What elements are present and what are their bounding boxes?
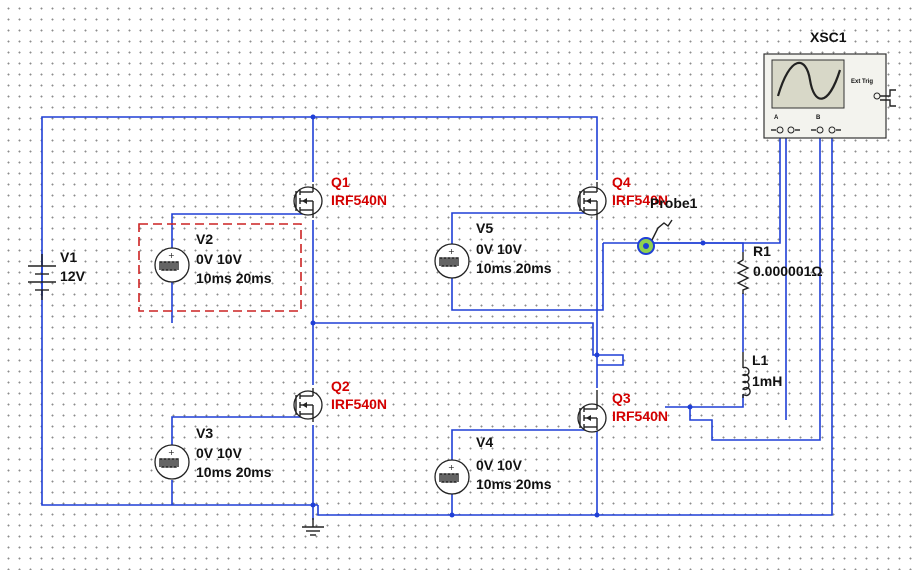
pulse-source-v5[interactable]: + V5 0V 10V 10ms 20ms: [434, 220, 552, 279]
source-params-2: 10ms 20ms: [196, 270, 272, 286]
channel-a-plus-terminal[interactable]: [776, 126, 784, 134]
source-params-2: 10ms 20ms: [476, 260, 552, 276]
svg-text:+: +: [448, 463, 455, 472]
mosfet-model: IRF540N: [612, 192, 668, 208]
channel-a-minus-terminal[interactable]: [787, 126, 795, 134]
mosfet-model: IRF540N: [612, 408, 668, 424]
resistor-name: R1: [753, 243, 771, 259]
mosfet-q1[interactable]: Q1 IRF540N: [293, 174, 387, 218]
mosfet-q2[interactable]: Q2 IRF540N: [293, 378, 387, 422]
mosfet-name: Q3: [612, 390, 631, 406]
scope-screen: [771, 59, 845, 109]
source-params-1: 0V 10V: [476, 457, 523, 473]
sine-wave-icon: [776, 61, 842, 100]
source-name: V5: [476, 220, 493, 236]
selection-box: [138, 223, 302, 312]
pulse-source-v4[interactable]: + V4 0V 10V 10ms 20ms: [434, 434, 552, 495]
mosfet-q4[interactable]: Q4 IRF540N: [577, 174, 668, 220]
svg-text:+: +: [168, 448, 175, 457]
mosfet-model: IRF540N: [331, 192, 387, 208]
voltage-probe[interactable]: Probe1: [637, 195, 698, 255]
oscilloscope-name: XSC1: [810, 29, 847, 45]
inductor-l1[interactable]: L1 1mH: [741, 352, 782, 398]
channel-b-label: B: [816, 115, 821, 121]
mosfet-model: IRF540N: [331, 396, 387, 412]
ext-trig-label: Ext Trig: [851, 79, 873, 85]
svg-text:+: +: [448, 247, 455, 256]
source-params-2: 10ms 20ms: [476, 476, 552, 492]
source-name: V2: [196, 231, 213, 247]
channel-b-plus-terminal[interactable]: [816, 126, 824, 134]
inductor-value: 1mH: [752, 373, 782, 389]
source-params-1: 0V 10V: [196, 251, 243, 267]
svg-text:+: +: [168, 251, 175, 260]
battery-value: 12V: [60, 268, 86, 284]
source-params-1: 0V 10V: [196, 445, 243, 461]
source-name: V3: [196, 425, 213, 441]
mosfet-name: Q1: [331, 174, 350, 190]
pulse-source-v2[interactable]: + V2 0V 10V 10ms 20ms: [138, 223, 302, 312]
probe-name: Probe1: [650, 195, 698, 211]
channel-b-minus-terminal[interactable]: [828, 126, 836, 134]
source-name: V4: [476, 434, 493, 450]
battery-name: V1: [60, 249, 77, 265]
mosfet-name: Q4: [612, 174, 631, 190]
resistor-r1[interactable]: R1 0.000001Ω: [736, 243, 823, 294]
inductor-name: L1: [752, 352, 769, 368]
battery-v1[interactable]: V1 12V: [28, 249, 86, 300]
ground-symbol: [302, 518, 324, 536]
resistor-value: 0.000001Ω: [753, 263, 823, 279]
mosfet-q3[interactable]: Q3 IRF540N: [577, 390, 668, 433]
oscilloscope-xsc1[interactable]: XSC1 Ext Trig A B: [763, 29, 896, 139]
source-params-1: 0V 10V: [476, 241, 523, 257]
source-params-2: 10ms 20ms: [196, 464, 272, 480]
channel-a-label: A: [774, 115, 779, 121]
pulse-source-v3[interactable]: + V3 0V 10V 10ms 20ms: [154, 425, 272, 480]
mosfet-name: Q2: [331, 378, 350, 394]
wires: [41, 114, 833, 520]
